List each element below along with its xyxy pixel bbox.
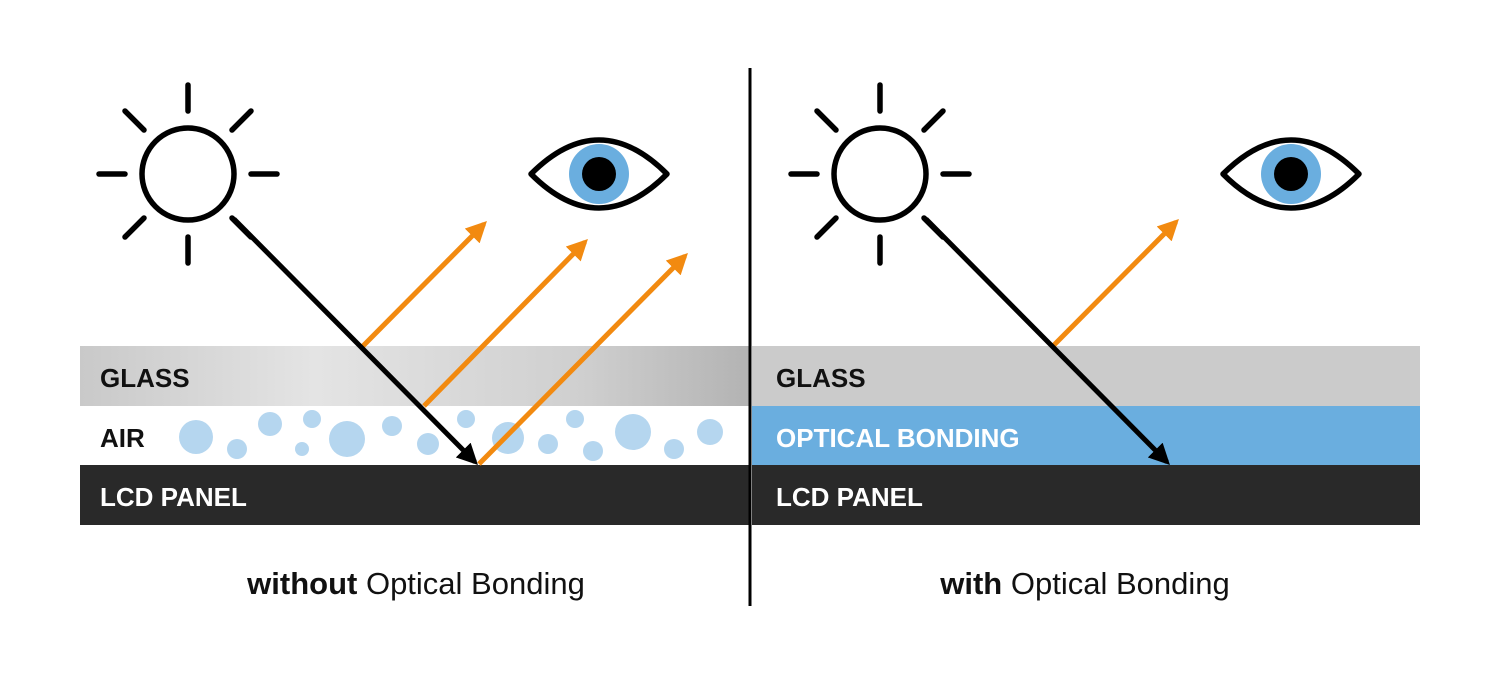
left-panel: GLASS AIR LCD PANEL without Optical Bon xyxy=(80,82,750,601)
eye-icon xyxy=(1220,137,1362,211)
reflection-arrow xyxy=(422,239,588,408)
air-bubble xyxy=(179,420,213,454)
air-bubble xyxy=(227,439,247,459)
air-bubble xyxy=(382,416,402,436)
right-bonding-label: OPTICAL BONDING xyxy=(776,423,1020,453)
right-glass-label: GLASS xyxy=(776,363,866,393)
left-glass-label: GLASS xyxy=(100,363,190,393)
right-caption-bold: with xyxy=(939,566,1002,601)
air-bubbles xyxy=(179,410,723,461)
eye-icon xyxy=(528,137,670,211)
air-bubble xyxy=(303,410,321,428)
reflection-arrow xyxy=(361,221,487,348)
right-lcd-label: LCD PANEL xyxy=(776,482,923,512)
right-caption: with Optical Bonding xyxy=(939,566,1229,601)
right-glass-layer xyxy=(752,346,1420,406)
reflection-arrow xyxy=(477,253,688,466)
right-caption-rest: Optical Bonding xyxy=(1002,566,1229,601)
left-air-label: AIR xyxy=(100,423,145,453)
air-bubble xyxy=(258,412,282,436)
right-bonding-layer xyxy=(752,406,1420,465)
air-bubble xyxy=(566,410,584,428)
left-lcd-layer xyxy=(80,465,750,525)
air-bubble xyxy=(538,434,558,454)
air-bubble xyxy=(615,414,651,450)
left-glass-layer xyxy=(80,346,750,406)
air-bubble xyxy=(295,442,309,456)
right-panel: GLASS OPTICAL BONDING LCD PANEL with Opt… xyxy=(752,82,1420,601)
incoming-light-arrow xyxy=(232,217,478,465)
air-bubble xyxy=(697,419,723,445)
left-caption-bold: without xyxy=(246,566,357,601)
air-bubble xyxy=(664,439,684,459)
left-caption: without Optical Bonding xyxy=(246,566,585,601)
air-bubble xyxy=(417,433,439,455)
air-bubble xyxy=(457,410,475,428)
reflection-arrow xyxy=(1052,219,1179,347)
right-lcd-layer xyxy=(752,465,1420,525)
incoming-light-arrow xyxy=(924,217,1170,465)
left-lcd-label: LCD PANEL xyxy=(100,482,247,512)
air-bubble xyxy=(583,441,603,461)
left-caption-rest: Optical Bonding xyxy=(357,566,584,601)
air-bubble xyxy=(329,421,365,457)
